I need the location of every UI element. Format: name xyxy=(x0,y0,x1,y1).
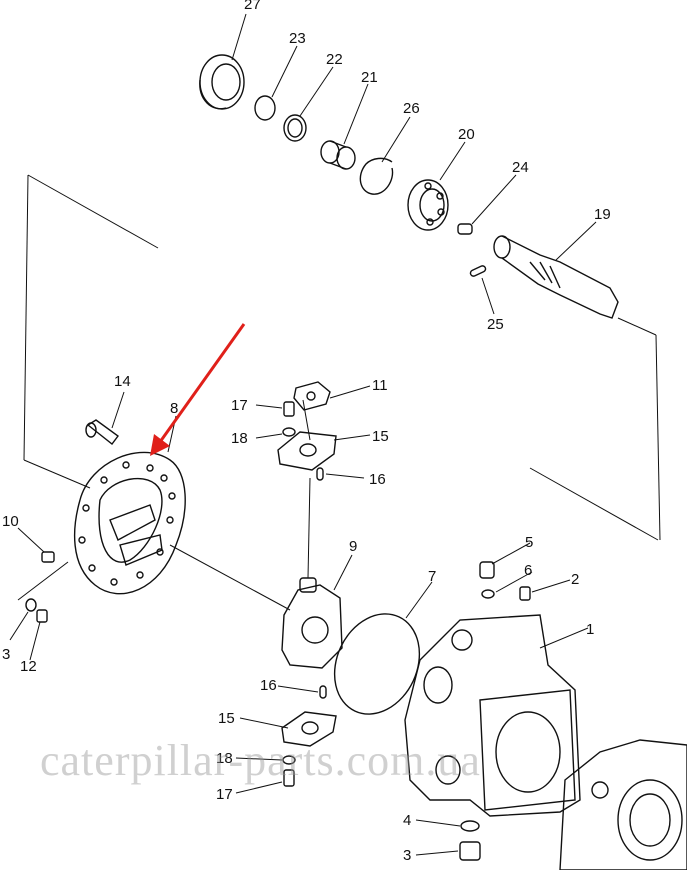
pin-part-16-bottom xyxy=(319,685,327,699)
leader-lines xyxy=(9,13,597,856)
shaft-part-19 xyxy=(493,235,619,319)
plug-part-12 xyxy=(36,609,48,623)
bearing-part-20 xyxy=(407,179,449,231)
gasket-part-15-top xyxy=(277,431,337,471)
callout-17-bottom: 17 xyxy=(216,786,233,803)
washer-part-18-bottom xyxy=(282,755,296,765)
bolt-part-14 xyxy=(85,419,119,445)
callout-26: 26 xyxy=(403,100,420,117)
bolt-part-17-top xyxy=(283,401,295,417)
callout-27: 27 xyxy=(244,0,261,13)
callout-4: 4 xyxy=(403,812,411,829)
watermark: caterpillar-parts.com.ua xyxy=(40,736,481,785)
pin-part-16-top xyxy=(316,467,324,481)
callout-2: 2 xyxy=(571,571,579,588)
snap-ring-part-23 xyxy=(254,95,276,121)
callout-16-top: 16 xyxy=(369,471,386,488)
callout-labels: 27 23 22 21 26 20 24 19 25 14 8 17 18 11… xyxy=(2,0,611,864)
callout-18-top: 18 xyxy=(231,430,248,447)
plug-part-10 xyxy=(41,551,55,563)
callout-19: 19 xyxy=(594,206,611,223)
callout-1: 1 xyxy=(586,621,594,638)
o-ring-part-4 xyxy=(460,820,480,832)
callout-21: 21 xyxy=(361,69,378,86)
callout-6: 6 xyxy=(524,562,532,579)
snap-ring-part-26 xyxy=(359,157,394,195)
callout-15-top: 15 xyxy=(372,428,389,445)
valve-body-part-9 xyxy=(281,577,343,669)
ring-part-22 xyxy=(283,114,307,142)
gasket-part-15-bottom xyxy=(281,711,337,747)
callout-9: 9 xyxy=(349,538,357,555)
callout-20: 20 xyxy=(458,126,475,143)
o-ring-part-6 xyxy=(481,589,495,599)
assembly-guide-lines xyxy=(17,174,661,611)
callout-3-left: 3 xyxy=(2,646,10,663)
adjacent-pump-body xyxy=(559,739,687,870)
pin-part-25 xyxy=(469,265,487,277)
callout-3: 3 xyxy=(403,847,411,864)
callout-22: 22 xyxy=(326,51,343,68)
washer-part-18-top xyxy=(282,427,296,437)
callout-17-top: 17 xyxy=(231,397,248,414)
valve-plate-part-8 xyxy=(73,451,186,595)
pump-case-part-1 xyxy=(404,614,581,817)
callout-15-bottom: 15 xyxy=(218,710,235,727)
oil-seal-part-27 xyxy=(199,54,245,110)
callout-25: 25 xyxy=(487,316,504,333)
callout-12: 12 xyxy=(20,658,37,675)
o-ring-part-13 xyxy=(25,598,37,612)
bolt-part-17-bottom xyxy=(283,769,295,787)
callout-16-bottom: 16 xyxy=(260,677,277,694)
plug-part-5 xyxy=(479,561,495,579)
callout-23: 23 xyxy=(289,30,306,47)
spacer-part-21 xyxy=(320,140,356,170)
callout-10: 10 xyxy=(2,513,19,530)
callout-24: 24 xyxy=(512,159,529,176)
callout-11: 11 xyxy=(372,377,388,394)
highlight-arrow xyxy=(150,323,246,456)
key-part-24 xyxy=(457,223,473,235)
plug-part-2 xyxy=(519,586,531,601)
callout-8: 8 xyxy=(170,400,178,417)
plug-part-3 xyxy=(459,841,481,861)
block-part-11 xyxy=(293,381,331,411)
callout-18-bottom: 18 xyxy=(216,750,233,767)
callout-7: 7 xyxy=(428,568,436,585)
callout-14: 14 xyxy=(114,373,131,390)
o-ring-part-7 xyxy=(333,613,421,715)
callout-5: 5 xyxy=(525,534,533,551)
